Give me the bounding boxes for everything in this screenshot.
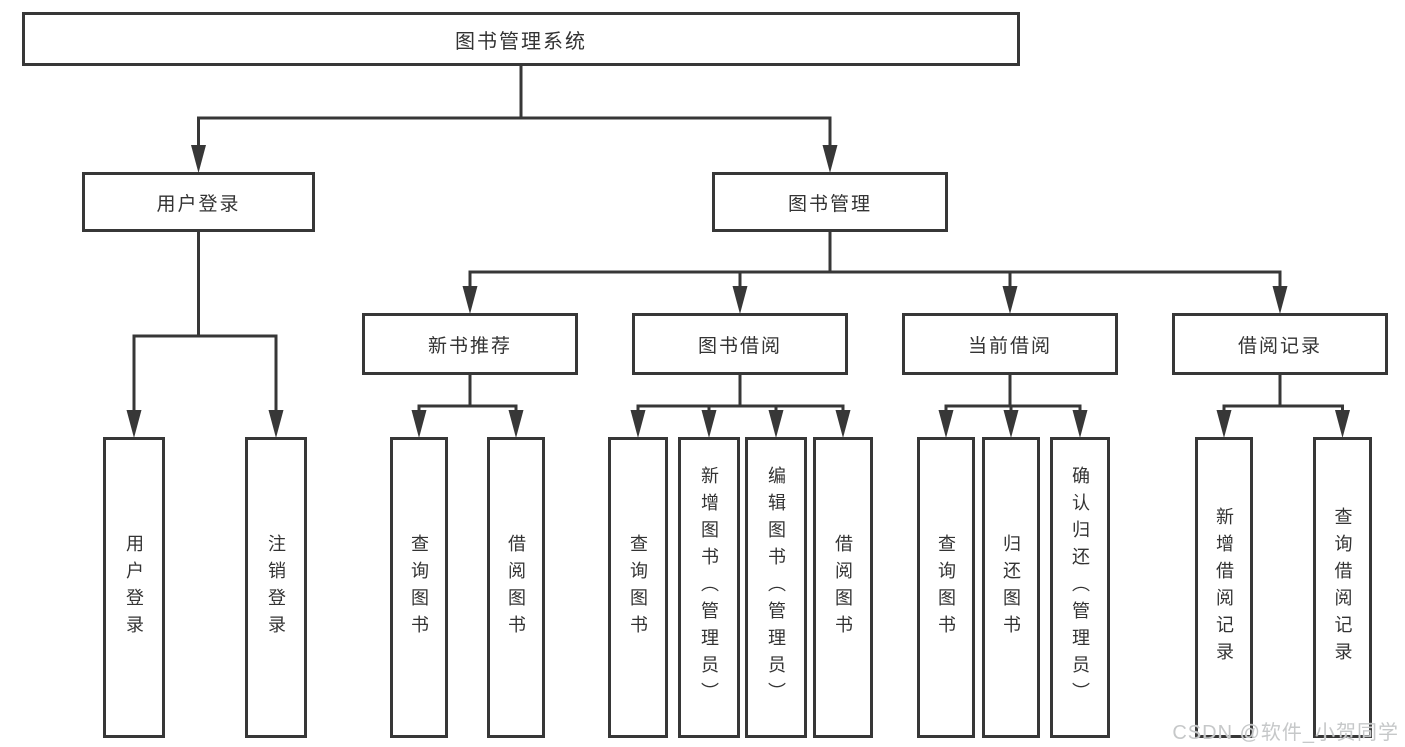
node-label: 当前借阅 <box>967 335 1052 357</box>
node-leaf-cb-query: 查询图书 <box>917 437 975 738</box>
node-label: 图书管理系统 <box>455 30 587 53</box>
arrowhead-icon <box>701 410 717 438</box>
node-label: 借阅记录 <box>1237 335 1322 357</box>
node-leaf-logout: 注销登录 <box>245 437 307 738</box>
node-borrowing-records: 借阅记录 <box>1172 313 1388 375</box>
node-leaf-bb-borrow: 借阅图书 <box>813 437 873 738</box>
node-new-book-recommend: 新书推荐 <box>362 313 578 375</box>
arrowhead-icon <box>1272 286 1288 314</box>
node-leaf-user-login: 用户登录 <box>103 437 165 738</box>
node-label: 图书管理 <box>787 193 872 215</box>
arrowhead-icon <box>768 410 784 438</box>
arrowhead-icon <box>1335 410 1350 438</box>
node-leaf-cb-confirm: 确认归还（管理员） <box>1050 437 1110 738</box>
node-label: 借阅图书 <box>506 533 526 642</box>
node-label: 查询借阅记录 <box>1332 506 1353 669</box>
arrowhead-icon <box>732 286 748 314</box>
arrowhead-icon <box>268 410 284 438</box>
node-leaf-bb-query: 查询图书 <box>608 437 668 738</box>
arrowhead-icon <box>126 410 142 438</box>
arrowhead-icon <box>411 410 427 438</box>
node-label: 查询图书 <box>936 533 956 642</box>
arrowhead-icon <box>462 286 478 314</box>
node-leaf-rec-query: 查询图书 <box>390 437 448 738</box>
arrowhead-icon <box>1216 410 1232 438</box>
node-label: 查询图书 <box>628 533 648 642</box>
arrowhead-icon <box>630 410 646 438</box>
node-leaf-bb-add: 新增图书（管理员） <box>678 437 740 738</box>
node-leaf-br-query: 查询借阅记录 <box>1313 437 1372 738</box>
arrowhead-icon <box>191 145 206 173</box>
node-label: 借阅图书 <box>833 533 853 642</box>
arrowhead-icon <box>822 145 838 173</box>
node-label: 归还图书 <box>1001 533 1021 642</box>
watermark: CSDN @软件_小贺同学 <box>1172 722 1399 744</box>
node-label: 确认归还（管理员） <box>1070 466 1090 709</box>
node-label: 新增借阅记录 <box>1214 506 1234 669</box>
node-label: 查询图书 <box>409 533 429 642</box>
node-label: 新增图书（管理员） <box>699 466 719 709</box>
arrowhead-icon <box>835 410 851 438</box>
node-label: 图书借阅 <box>697 335 782 357</box>
node-label: 新书推荐 <box>427 335 512 357</box>
node-label: 编辑图书（管理员） <box>766 466 786 709</box>
node-book-borrowing: 图书借阅 <box>632 313 848 375</box>
node-leaf-rec-borrow: 借阅图书 <box>487 437 545 738</box>
arrowhead-icon <box>1003 410 1019 438</box>
node-user-login: 用户登录 <box>82 172 315 232</box>
arrowhead-icon <box>508 410 524 438</box>
arrowhead-icon <box>938 410 954 438</box>
node-library-system: 图书管理系统 <box>22 12 1020 66</box>
node-label: 用户登录 <box>156 193 241 215</box>
node-current-borrowing: 当前借阅 <box>902 313 1118 375</box>
node-label: 注销登录 <box>266 533 286 642</box>
node-leaf-bb-edit: 编辑图书（管理员） <box>745 437 807 738</box>
node-leaf-cb-return: 归还图书 <box>982 437 1040 738</box>
node-label: 用户登录 <box>124 533 144 642</box>
node-book-management: 图书管理 <box>712 172 948 232</box>
arrowhead-icon <box>1002 286 1018 314</box>
node-leaf-br-add: 新增借阅记录 <box>1195 437 1253 738</box>
arrowhead-icon <box>1072 410 1088 438</box>
